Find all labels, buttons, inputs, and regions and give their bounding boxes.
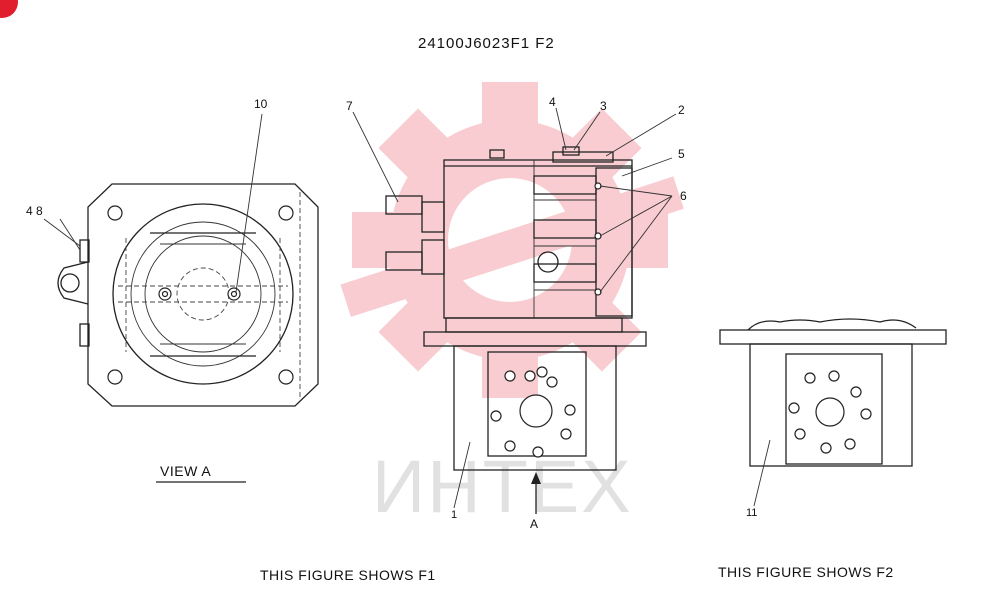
view-a-drawing <box>43 113 319 483</box>
label-1: 1 <box>451 509 457 521</box>
label-4-side: 4 <box>549 95 556 109</box>
label-7: 7 <box>346 99 353 113</box>
part-number-title: 24100J6023F1 F2 <box>418 35 555 52</box>
label-11: 11 <box>746 507 757 519</box>
caption-f2: THIS FIGURE SHOWS F2 <box>718 564 894 580</box>
side-view-drawing <box>352 107 677 514</box>
label-5: 5 <box>678 147 685 161</box>
label-6: 6 <box>680 189 687 203</box>
view-a-caption: VIEW A <box>160 463 211 479</box>
corner-badge-icon <box>0 0 18 18</box>
watermark-text: ИНТЕХ <box>372 445 633 528</box>
label-a: A <box>530 517 538 531</box>
label-4-8: 4 8 <box>26 204 43 218</box>
watermark-logo-icon <box>340 82 684 398</box>
caption-f1: THIS FIGURE SHOWS F1 <box>260 567 436 583</box>
f2-view-drawing <box>719 318 947 507</box>
label-10: 10 <box>254 97 268 111</box>
label-2: 2 <box>678 103 685 117</box>
label-3: 3 <box>600 99 607 113</box>
